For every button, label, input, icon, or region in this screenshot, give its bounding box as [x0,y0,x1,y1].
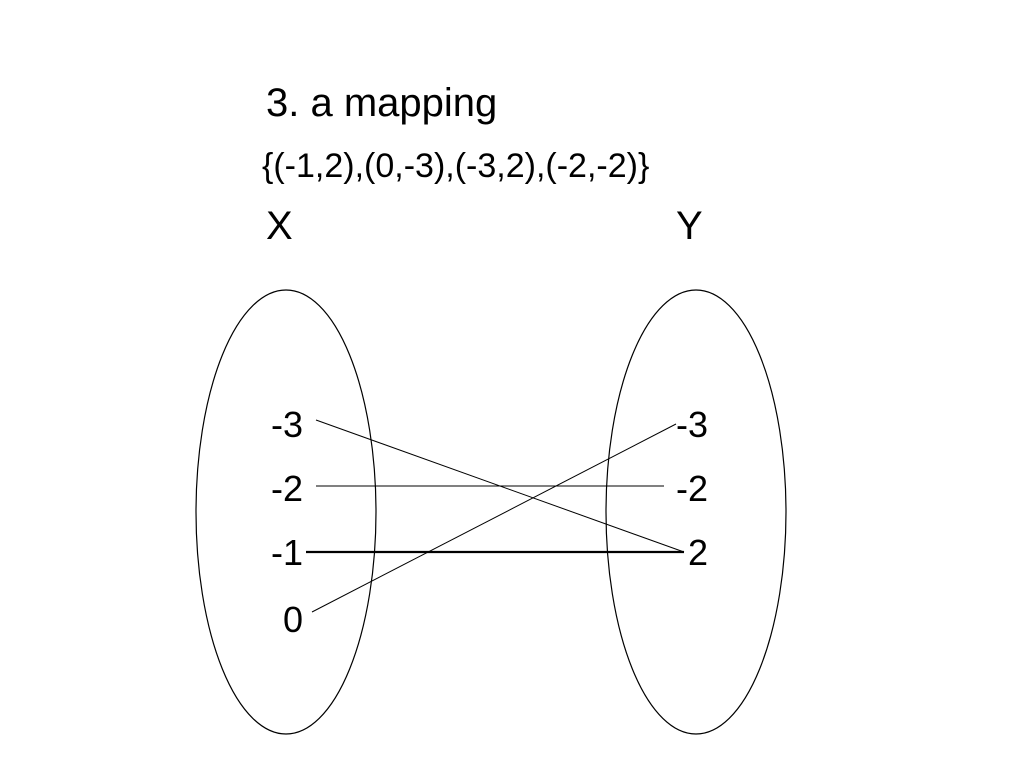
range-value: -2 [676,468,708,509]
domain-values: -3 -2 -1 0 [271,404,303,640]
domain-value: -3 [271,404,303,445]
mapping-lines [306,419,685,613]
domain-oval [195,289,377,735]
domain-value: -2 [271,468,303,509]
range-value: -3 [676,404,708,445]
range-oval [605,289,787,735]
relation-set: {(-1,2),(0,-3),(-3,2),(-2,-2)} [262,147,650,185]
range-values: -3 -2 2 [676,404,708,573]
range-label: Y [676,204,703,248]
domain-label: X [266,204,293,248]
domain-value: -1 [271,532,303,573]
slide-title: 3. a mapping [266,81,498,125]
range-value: 2 [688,532,708,573]
mapping-line [311,423,677,613]
domain-value: 0 [283,599,303,640]
